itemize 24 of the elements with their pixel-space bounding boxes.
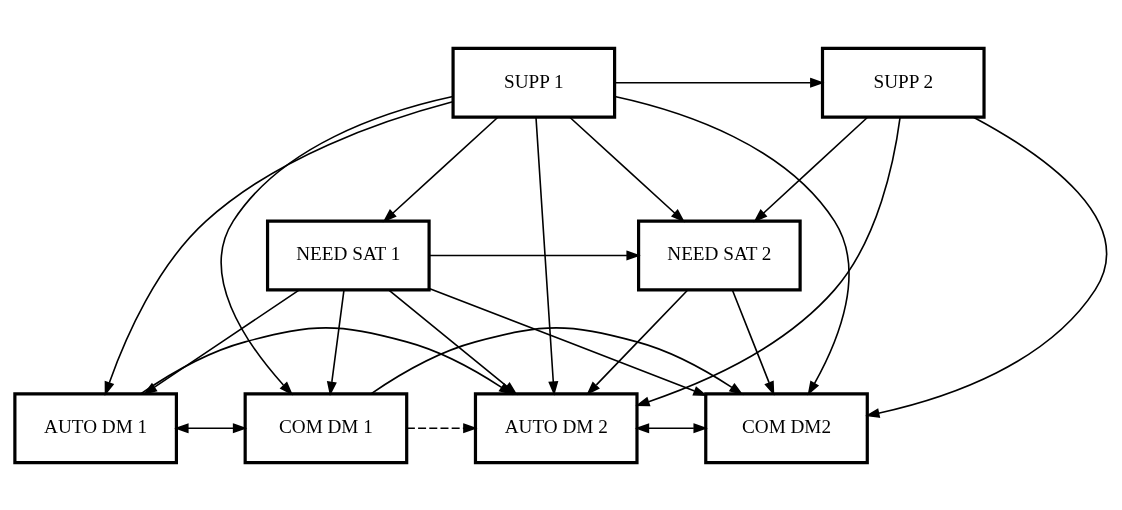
node-box: SUPP 2 (820, 46, 986, 119)
arrow (569, 116, 686, 223)
arrow (174, 422, 248, 433)
node-box: AUTO DM 2 (473, 391, 639, 464)
arrow (731, 288, 775, 396)
node-box: COM DM 1 (243, 391, 409, 464)
node-box: NEED SAT 2 (637, 219, 802, 291)
arrow (634, 422, 708, 433)
arrow (428, 249, 641, 261)
arrow (220, 95, 454, 396)
arrow (635, 116, 901, 406)
arrow (382, 116, 499, 223)
arrow (406, 422, 478, 433)
arrow (614, 95, 850, 395)
arrow (865, 115, 1108, 418)
arrow (753, 116, 869, 223)
node-box: COM DM2 (704, 391, 869, 464)
node-box: AUTO DM 1 (13, 391, 178, 464)
arrow (535, 115, 559, 396)
node-box: SUPP 1 (451, 46, 617, 119)
arrow (586, 288, 689, 395)
node-box: NEED SAT 1 (265, 219, 431, 291)
arrow (613, 77, 825, 88)
arrow (326, 288, 345, 396)
